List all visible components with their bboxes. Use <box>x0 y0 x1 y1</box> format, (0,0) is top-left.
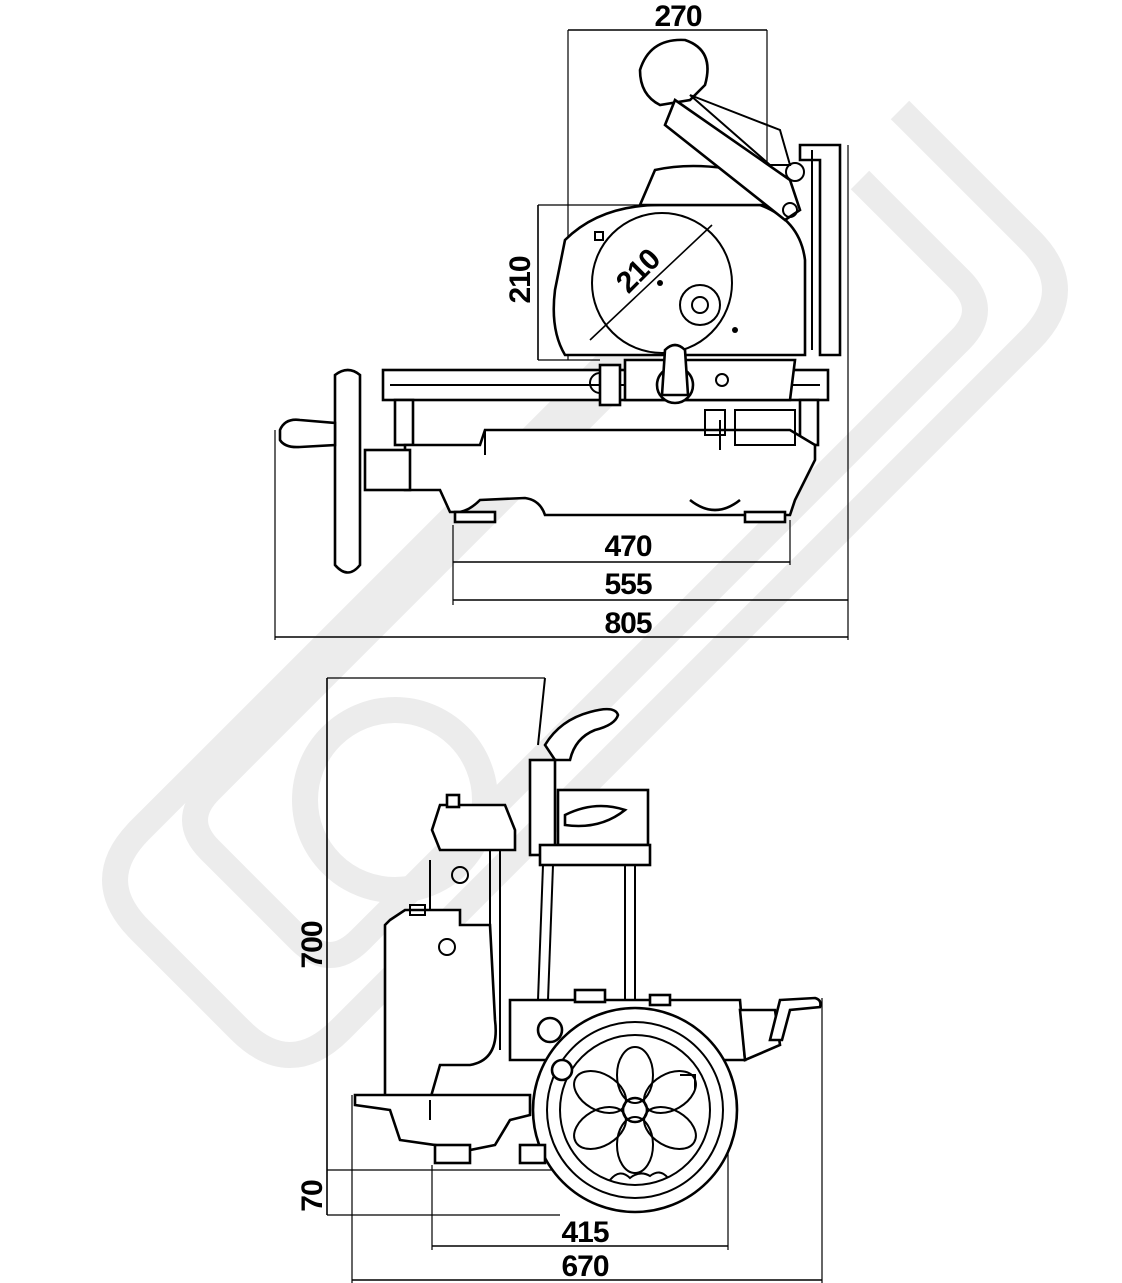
dim-label-front-overall-width: 670 <box>561 1250 608 1283</box>
dim-label-top-width: 270 <box>654 0 701 33</box>
flywheel-petals <box>573 1046 697 1174</box>
dimension-height: 210 <box>504 204 640 361</box>
dimension-front-base-width: 415 <box>431 1150 729 1250</box>
dim-label-overall-height: 700 <box>296 921 329 968</box>
watermark-logo-icon <box>102 100 1068 1068</box>
side-view: 270 210 210 <box>274 0 849 640</box>
dim-label-mid-width: 555 <box>604 568 651 601</box>
dimension-overall-width: 805 <box>274 430 848 640</box>
front-view: 700 70 <box>296 677 823 1283</box>
slicer-side-body: 210 <box>278 38 842 574</box>
dimension-base-width: 470 <box>452 520 791 605</box>
dim-label-base-height: 70 <box>296 1180 329 1212</box>
dimension-front-overall-width: 670 <box>351 998 823 1283</box>
brand-signature-icon <box>609 1171 669 1181</box>
dimension-base-height: 70 <box>296 1170 560 1216</box>
dim-label-height: 210 <box>504 256 537 303</box>
slicer-front-body <box>353 677 822 1214</box>
dimension-overall-height: 700 <box>296 677 560 1171</box>
dim-label-base-width: 470 <box>604 530 651 563</box>
dimension-mid-width: 555 <box>453 145 849 640</box>
dim-label-overall-width: 805 <box>604 607 651 640</box>
dim-label-front-base-width: 415 <box>561 1216 608 1249</box>
